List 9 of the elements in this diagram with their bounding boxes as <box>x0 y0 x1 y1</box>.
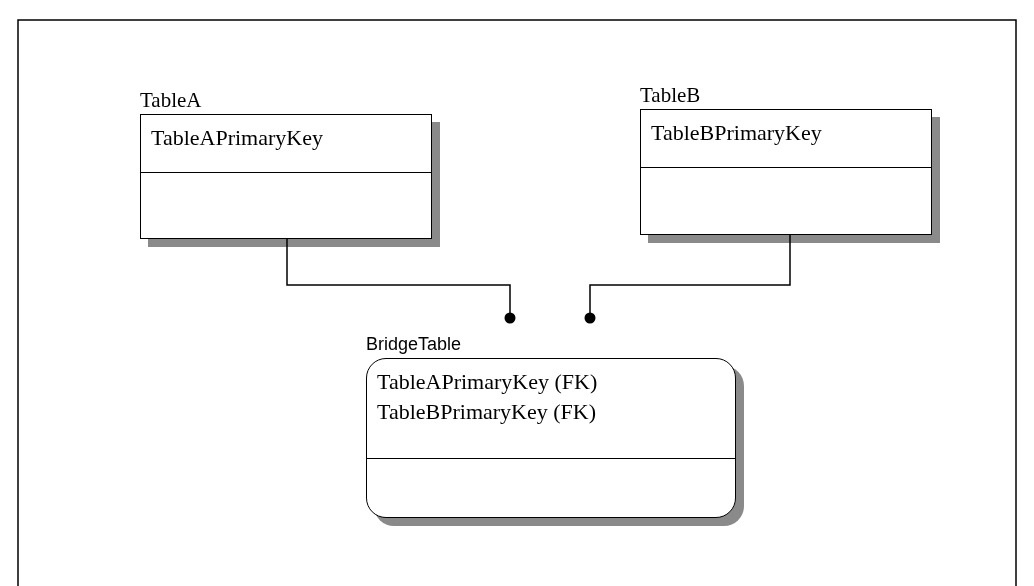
relationship-line <box>286 238 516 324</box>
table-name: TableA <box>140 88 202 114</box>
table-name: TableB <box>640 83 701 109</box>
relationship-line <box>584 234 791 324</box>
attribute-text: TableBPrimaryKey <box>651 119 822 147</box>
attribute-text: TableBPrimaryKey (FK) <box>377 398 597 426</box>
attribute-text: TableAPrimaryKey <box>151 124 323 152</box>
table-name: BridgeTable <box>366 333 462 356</box>
attribute-text: TableAPrimaryKey (FK) <box>377 368 598 396</box>
